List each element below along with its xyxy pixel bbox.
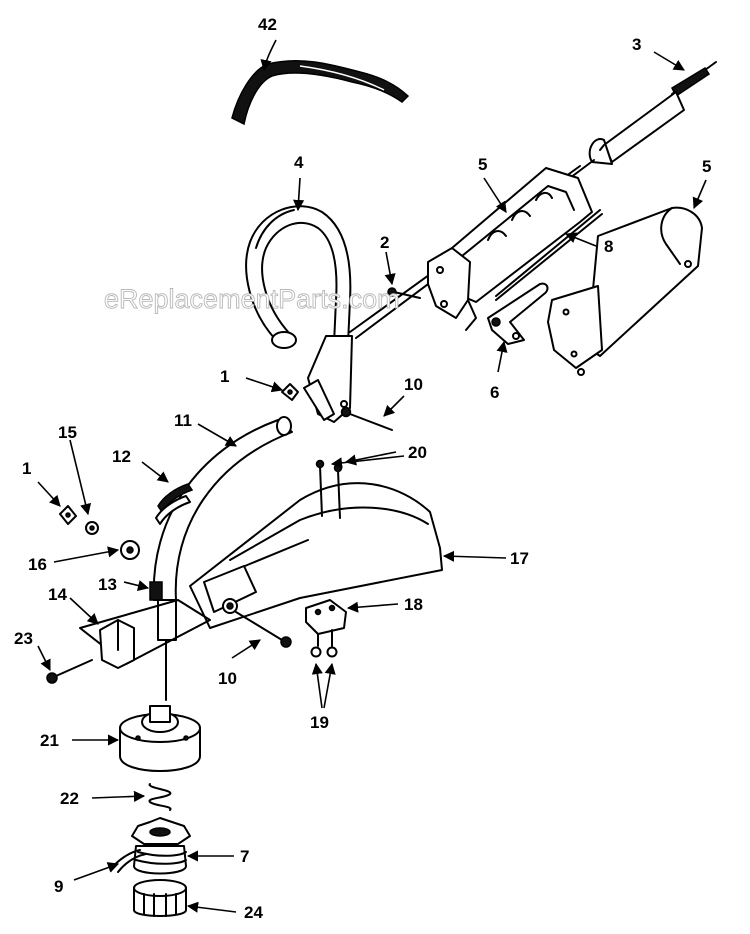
- screw-part-2: [387, 287, 421, 299]
- part-label-21: 21: [40, 731, 59, 750]
- part-label-19: 19: [310, 713, 329, 732]
- part-label-7: 7: [240, 847, 249, 866]
- part-label-10-lower: 10: [218, 669, 237, 688]
- wing-nut-part-upper: [281, 383, 299, 401]
- bolt-part-lower: [235, 611, 292, 648]
- part-label-11: 11: [174, 411, 192, 430]
- part-label-2: 2: [380, 233, 389, 252]
- handle-part: [245, 205, 353, 423]
- part-label-16: 16: [28, 555, 47, 574]
- part-label-4: 4: [294, 153, 304, 172]
- part-label-1-upper: 1: [220, 367, 229, 386]
- part-label-24: 24: [244, 903, 263, 922]
- part-label-42: 42: [258, 15, 277, 34]
- washer-part-15: [85, 521, 99, 535]
- shaft-housing-left-part: [427, 167, 593, 331]
- bracket-part-14: [79, 599, 211, 669]
- bump-knob-part: [133, 879, 187, 917]
- part-label-10-upper: 10: [404, 375, 423, 394]
- decal-strip-part: [231, 59, 410, 126]
- part-label-8: 8: [604, 237, 613, 256]
- part-label-17: 17: [510, 549, 529, 568]
- nut-pair-part-19: [310, 646, 338, 658]
- part-label-5-left: 5: [478, 155, 487, 174]
- spool-part: [131, 817, 191, 875]
- throttle-cable-part: [495, 209, 603, 301]
- throttle-trigger-part: [487, 282, 549, 345]
- part-label-1-lower: 1: [22, 459, 31, 478]
- part-label-14: 14: [48, 585, 67, 604]
- curved-shaft-tube-part: [152, 416, 293, 701]
- drive-shaft-upper-part: [588, 61, 717, 165]
- debris-shield-part: [189, 482, 443, 629]
- part-label-22: 22: [60, 789, 79, 808]
- watermark-text: eReplacementParts.com: [104, 284, 400, 314]
- part-label-3: 3: [632, 35, 641, 54]
- part-number-labels: 42 3 4 5 5 2 8 6 1 10 11 20 15 12 1 16 1…: [14, 15, 711, 922]
- wing-nut-part-lower: [59, 505, 77, 525]
- part-label-20: 20: [408, 443, 427, 462]
- leader-arrows: [37, 39, 707, 913]
- part-label-23: 23: [14, 629, 33, 648]
- spring-part: [148, 783, 172, 811]
- washer-part-16: [120, 540, 140, 560]
- clip-part-13: [149, 581, 163, 601]
- line-cutter-block-part: [305, 599, 347, 647]
- part-label-9: 9: [54, 877, 63, 896]
- shaft-housing-right-part: [547, 206, 703, 376]
- bolt-part-upper: [340, 406, 393, 431]
- part-label-13: 13: [98, 575, 117, 594]
- part-label-6: 6: [490, 383, 499, 402]
- part-label-18: 18: [404, 595, 423, 614]
- label-strip-part: [155, 483, 194, 525]
- drum-housing-part: [119, 705, 201, 772]
- part-label-15: 15: [58, 423, 77, 442]
- part-label-5-right: 5: [702, 157, 711, 176]
- screw-part-23: [46, 659, 93, 684]
- part-label-12: 12: [112, 447, 131, 466]
